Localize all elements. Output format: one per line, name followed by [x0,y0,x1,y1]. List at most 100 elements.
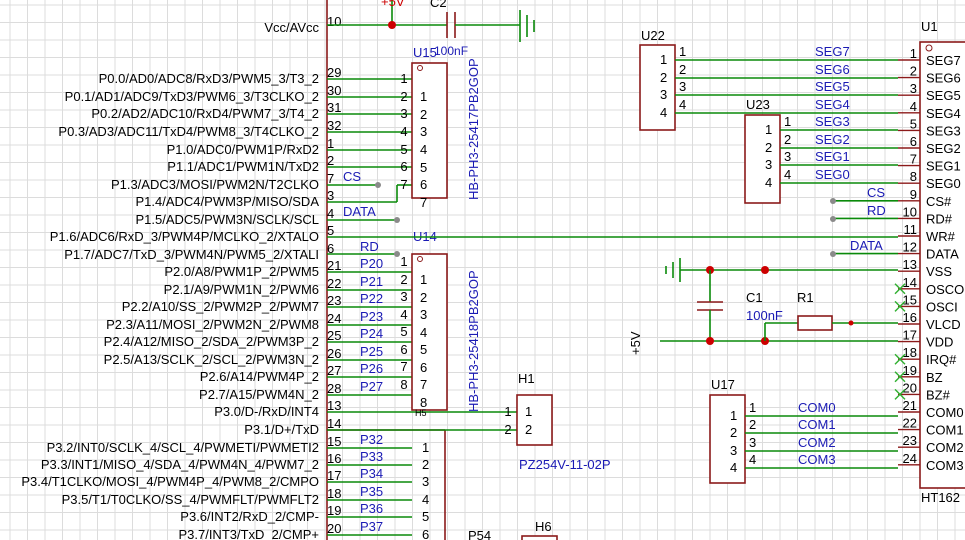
mcu-pin-number: 22 [327,276,341,291]
u15-pin-number: 5 [400,142,407,157]
u14-pin-inner: 7 [420,377,427,392]
net-seg-label: SEG0 [815,167,850,182]
u17-pin-number: 3 [749,435,756,450]
net-labels: CS DATA RD CS RD DATA [343,169,886,257]
u1-pin-label: BZ# [926,387,951,402]
u23-pin-number: 1 [784,114,791,129]
u1-pin-label: OSCO [926,282,964,297]
u15-pin-inner: 3 [420,124,427,139]
net-com-label: COM0 [798,400,836,415]
mcu-pin-label: P2.7/A15/PWM4N_2 [199,387,319,402]
mcu-pin-label: P2.2/A10/SS_2/PWM2P_2/PWM7 [122,299,319,314]
mcu-pin-label: P3.2/INT0/SCLK_4/SCL_4/PWMETI/PWMETI2 [47,440,319,455]
u15-pin-number: 3 [400,106,407,121]
net-p2-label: P23 [360,309,383,324]
u23-pin-inner: 1 [765,122,772,137]
net-p3-label: P35 [360,484,383,499]
h6-header-fragment[interactable]: H6 P54 [468,519,558,540]
u1-pin-number: 21 [903,398,917,413]
u1-pin-label: WR# [926,229,956,244]
u1-pin-number: 13 [903,257,917,272]
mcu-pin-number: 29 [327,65,341,80]
net-p3-label: P36 [360,501,383,516]
u1-pin-label: IRQ# [926,352,957,367]
mcu-pin-label: P2.5/A13/SCLK_2/SCL_2/PWM3N_2 [104,352,319,367]
u1-pin-label: DATA [926,247,959,262]
u17-pin-inner: 4 [730,460,737,475]
u1-pin-number: 23 [903,433,917,448]
u23-ref: U23 [746,97,770,112]
u14-pin-number: 8 [400,377,407,392]
u15-pin-inner: 1 [420,89,427,104]
net-data-right: DATA [850,238,883,253]
u1-pin-number: 6 [910,134,917,149]
mcu-pin-label: P2.0/A8/PWM1P_2/PWM5 [164,264,319,279]
mcu-pin-number: 15 [327,434,341,449]
u1-pin-number: 20 [903,380,917,395]
p3-header-pin-number: 1 [422,440,429,455]
mcu-pin-label: P3.4/T1CLKO/MOSI_4/PWM4P_4/PWM8_2/CMPO [21,474,319,489]
u14-value: HB-PH3-25418PB2GOP [466,270,481,412]
p54-ref: P54 [468,528,491,540]
u15-pin-number: 6 [400,159,407,174]
h1-value: PZ254V-11-02P [519,457,611,472]
mcu-pin-number: 21 [327,258,341,273]
mcu-pin-label: P0.0/AD0/ADC8/RxD3/PWM5_3/T3_2 [99,71,319,86]
u1-pin-label: SEG4 [926,106,961,121]
net-cs-right: CS [867,185,885,200]
mcu-pin-number: 30 [327,83,341,98]
u23-pin-inner: 3 [765,157,772,172]
u1-pin-label: COM3 [926,458,964,473]
u17-pin-number: 1 [749,400,756,415]
c1-ref: C1 [746,290,763,305]
net-p3-label: P34 [360,466,383,481]
p3-header-pin-number: 4 [422,492,429,507]
u1-pin-number: 9 [910,187,917,202]
p3-header-pin-number: 5 [422,509,429,524]
net-p2-label: P27 [360,379,383,394]
u1-pin-label: COM2 [926,440,964,455]
vcc-side-label: +5V [628,331,643,355]
mcu-pin-label: P3.5/T1/T0CLKO/SS_4/PWMFLT/PWMFLT2 [62,492,319,507]
net-com-label: COM1 [798,417,836,432]
p3-header-pin-number: 2 [422,457,429,472]
u1-value: HT162 [921,490,960,505]
mcu-pin-number: 17 [327,468,341,483]
net-rd: RD [360,239,379,254]
u22-pin-inner: 2 [660,70,667,85]
mcu-pin-number: 10 [327,14,341,29]
u14-pin-inner: 3 [420,307,427,322]
u17-ref: U17 [711,377,735,392]
vlcd-network[interactable]: C1 100nF R1 +5V [628,258,898,355]
c2-capacitor[interactable]: +5V C2 100nF [327,0,535,58]
net-data: DATA [343,204,376,219]
u14-pin-inner: 2 [420,290,427,305]
u1-pin-number: 18 [903,345,917,360]
u17-pin-inner: 3 [730,443,737,458]
mcu-pin-label: P1.7/ADC7/TxD_3/PWM4N/PWM5_2/XTALI [64,247,319,262]
u14-pin-number: 3 [400,289,407,304]
mcu-pin-number: 20 [327,521,341,536]
mcu-pin-label: P1.0/ADC0/PWM1P/RxD2 [167,142,319,157]
h1-pin-inner: 2 [525,422,532,437]
u22-pin-inner: 1 [660,52,667,67]
h1-pin-inner: 1 [525,404,532,419]
u15-pin-inner: 7 [420,195,427,210]
u1-pin-label: CS# [926,194,952,209]
mcu-pin-number: 31 [327,100,341,115]
mcu-pin-number: 14 [327,416,341,431]
mcu-pin-number: 23 [327,293,341,308]
u17-pin-inner: 2 [730,425,737,440]
u1-pin-label: VDD [926,335,953,350]
net-p2-label: P26 [360,361,383,376]
u22-pin-number: 3 [679,79,686,94]
u14-header[interactable]: U14 HB-PH3-25418PB2GOP 11P2022P2133P2244… [360,229,481,412]
u15-pin-inner: 6 [420,177,427,192]
